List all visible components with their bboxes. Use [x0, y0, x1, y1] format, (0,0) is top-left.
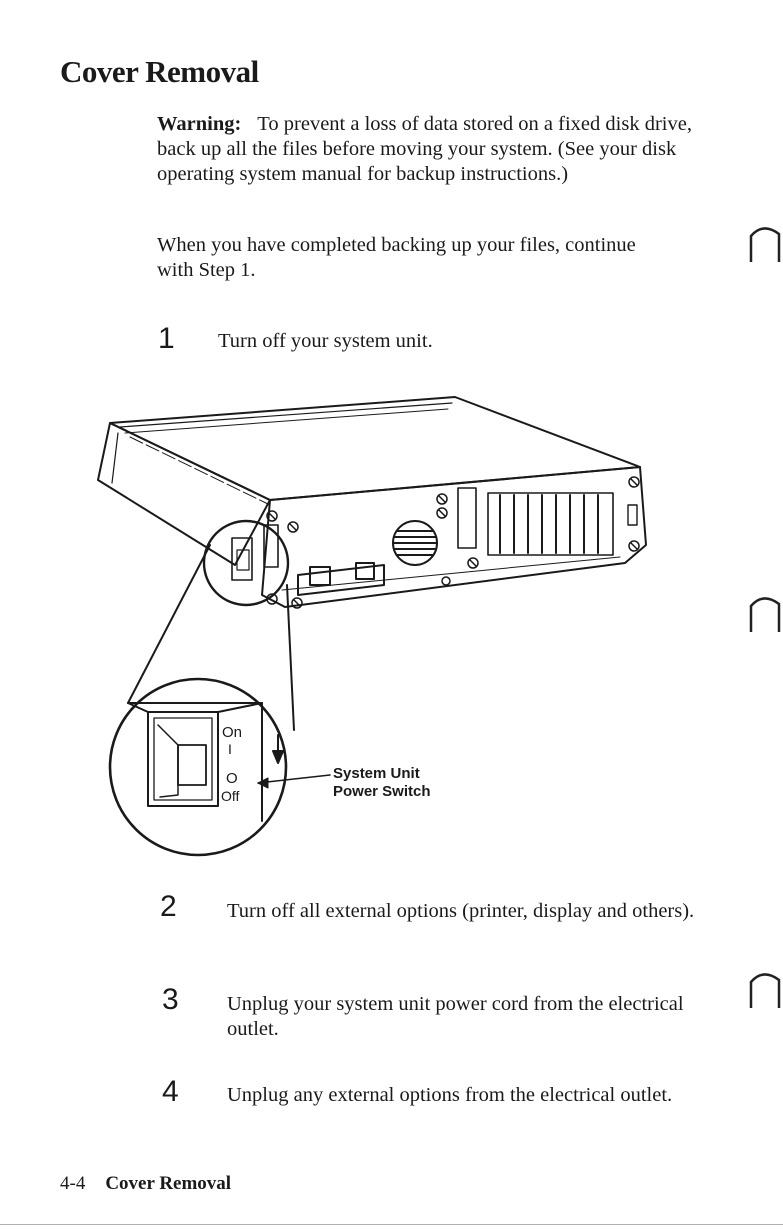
warning-text: To prevent a loss of data stored on a fi…: [157, 113, 692, 185]
keyboard-slot: [457, 487, 477, 549]
expansion-slots: [487, 492, 614, 556]
step-2-text: Turn off all external options (printer, …: [227, 900, 695, 922]
step-4-text: Unplug any external options from the ele…: [227, 1084, 673, 1106]
footer-section-title: Cover Removal: [105, 1173, 232, 1194]
page-footer: 4-4 Cover Removal: [60, 1173, 231, 1195]
step-2-number: 2: [160, 890, 177, 923]
binder-tab-mark: [749, 227, 781, 262]
bottom-rule: [0, 1224, 783, 1225]
callout-label: System Unit Power Switch: [333, 765, 431, 801]
warning-label: Warning:: [157, 113, 242, 135]
step-3-text: Unplug your system unit power cord from …: [227, 993, 684, 1040]
callout-line-1: System Unit: [333, 765, 420, 782]
switch-detail-circle: [202, 519, 290, 607]
warning-paragraph: Warning:To prevent a loss of data stored…: [157, 112, 717, 187]
switch-off-symbol: O: [226, 770, 238, 787]
switch-off-label: Off: [221, 788, 240, 804]
switch-on-label: On: [222, 724, 242, 741]
step-1-number: 1: [158, 322, 175, 355]
switch-rocker: [177, 744, 207, 786]
intro-paragraph: When you have completed backing up your …: [157, 234, 636, 281]
system-unit-rear-illustration: On I O Off: [97, 396, 647, 857]
fan-grille: [392, 520, 438, 566]
page-number: 4-4: [60, 1173, 86, 1194]
step-3-number: 3: [162, 983, 179, 1016]
step-4-number: 4: [162, 1075, 179, 1108]
unit-top-face: [109, 396, 641, 501]
unit-rear-panel: [261, 466, 647, 608]
binder-tab-mark: [749, 973, 781, 1008]
callout-line-2: Power Switch: [333, 783, 431, 800]
unit-side-face: [97, 422, 271, 566]
magnified-switch-circle: [108, 677, 288, 857]
down-arrow-icon: [272, 734, 284, 764]
switch-on-symbol: I: [228, 741, 232, 757]
binder-tab-mark: [749, 597, 781, 632]
step-1-text: Turn off your system unit.: [218, 330, 433, 352]
page-title: Cover Removal: [60, 54, 259, 89]
power-connectors: [297, 562, 385, 596]
